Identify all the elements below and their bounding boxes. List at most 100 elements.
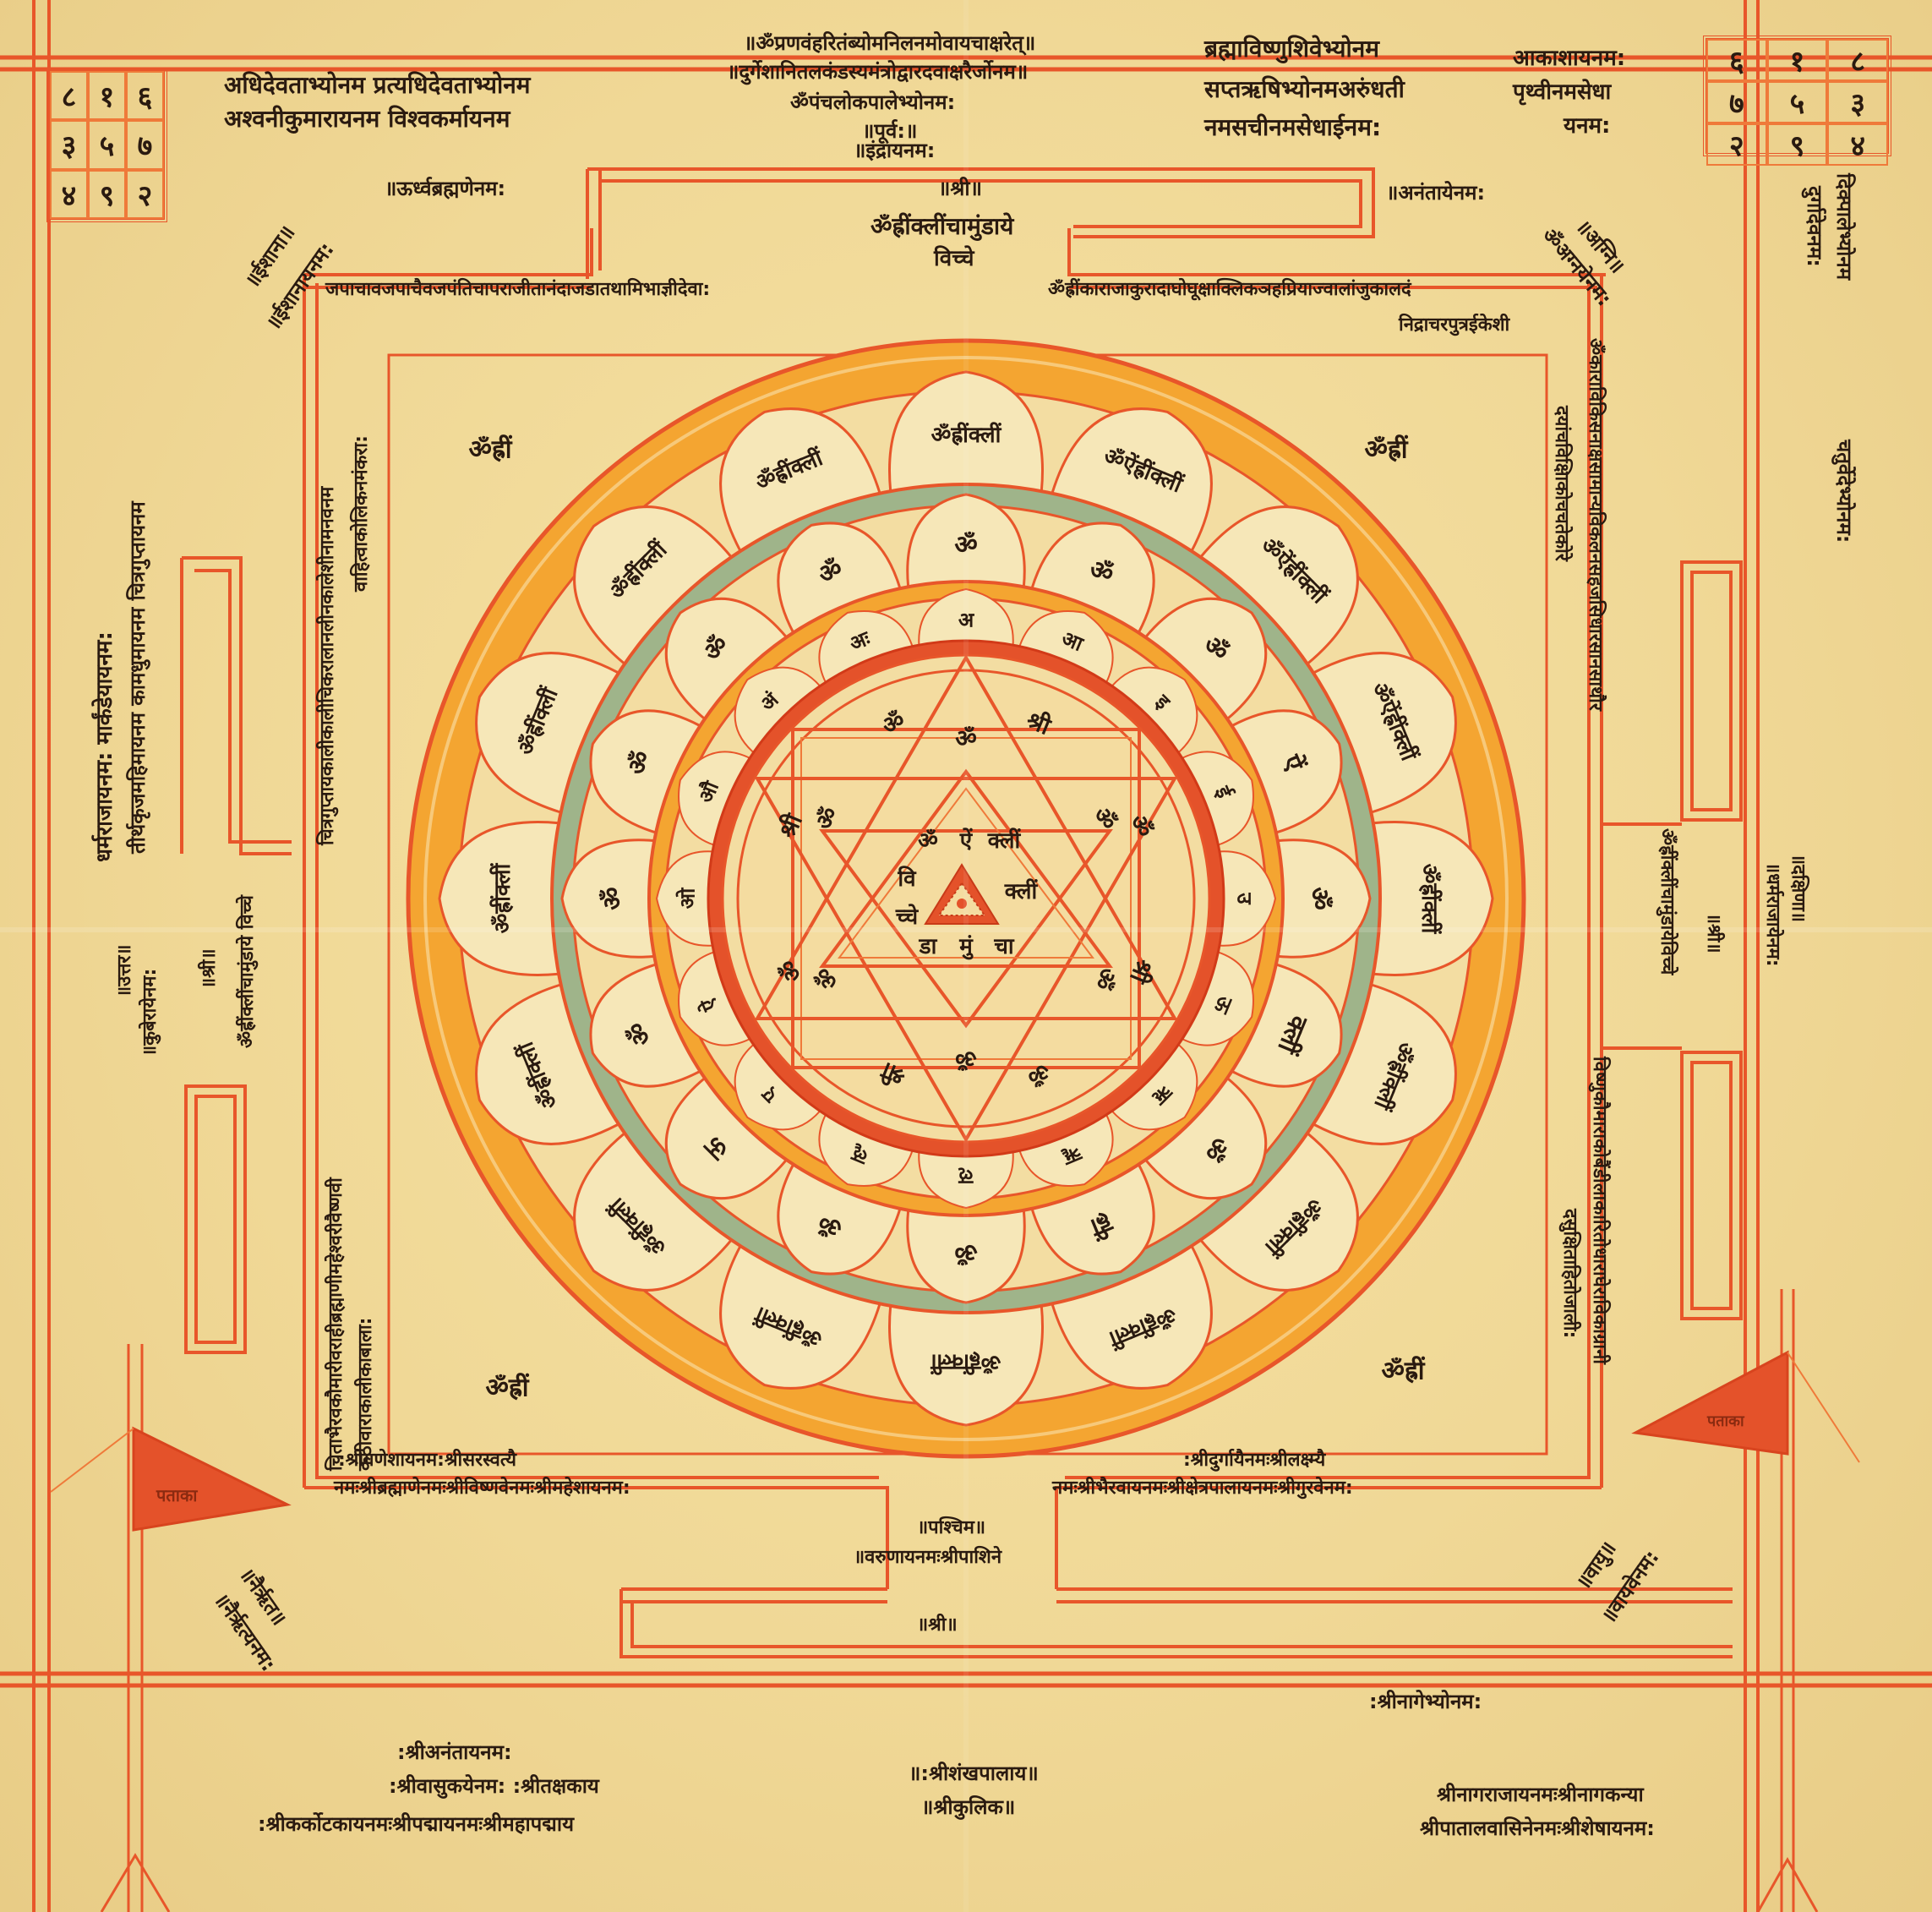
middle-petal-syllable: ॐ [954, 530, 978, 560]
right-outer-text-1: दिक्पालेभ्योनम [1832, 173, 1856, 281]
petal [1372, 821, 1494, 976]
lower-right-1: :श्रीनागेभ्योनम: [1369, 1690, 1482, 1713]
lower-right-3: श्रीपातालवासिनेनमःश्रीशेषायनम: [1420, 1816, 1655, 1840]
cell: ६ [1706, 39, 1767, 81]
petal [1018, 610, 1114, 684]
petal [1111, 1043, 1198, 1131]
magic-square-top-right: ६ १ ८ ७ ५ ३ २ ९ ४ [1703, 36, 1891, 166]
lower-center-1: ॥:श्रीशंखपालाय॥ [909, 1762, 1039, 1785]
petal [818, 610, 914, 684]
petal [1051, 407, 1213, 553]
petal [777, 522, 902, 635]
outer-petal-syllable: ॐह्रींक्लीं [931, 423, 1001, 448]
top-left-invocation-1: अधिदेवताभ्योनम प्रत्यधिदेवताभ्योनम [224, 71, 531, 99]
petal [475, 983, 620, 1145]
top-right-invocation-3: नमसचीनमसेधाईनम: [1204, 113, 1382, 141]
petal [1143, 597, 1268, 721]
dharmaraja-invocation: ॥धर्मराजायेनम: [1762, 862, 1783, 967]
petal [777, 1162, 902, 1276]
cell: ९ [88, 169, 126, 219]
chamunda-mantra-top: ॐह्रींक्लींचामुंडाये [870, 212, 1014, 240]
petal [1181, 951, 1254, 1046]
inner-ring-syllable: अ [958, 608, 974, 632]
cell: ८ [1827, 39, 1888, 81]
cell: ३ [50, 120, 88, 170]
cell: १ [1766, 39, 1828, 81]
inner-top-right-mantra-2: निद्राचरपुत्रईकेशी [1399, 314, 1510, 336]
cell: ७ [1706, 81, 1767, 123]
outer-petal-syllable: ॐह्रींक्लीं [931, 1349, 1001, 1374]
petal [734, 1043, 821, 1131]
cell: ६ [126, 71, 164, 121]
shri-right: ॥श्री॥ [1703, 913, 1724, 953]
center-syllable: च्चे [895, 904, 919, 930]
petal [1230, 709, 1343, 834]
ananta-invocation: ॥अनंतायेनम: [1386, 181, 1486, 205]
top-center-mantra-3: ॐपंचलोकपालेभ्योनम: [790, 90, 956, 114]
petal [1030, 522, 1155, 635]
petal [818, 1113, 914, 1187]
inner-top-right-mantra: ॐह्रींकाराजाकुरादाघोघूक्षाक्लिकञहप्रियाज… [1048, 279, 1411, 300]
hexagram-syllable: ॐ [955, 724, 977, 752]
cell: ७ [126, 120, 164, 170]
hexagram-syllable: ॐ [955, 1045, 977, 1073]
top-left-invocation-2: अश्वनीकुमारायनम विश्वकर्मायनम [224, 105, 510, 133]
top-right-invocation-2: सप्तऋषिभ्योनमअरुंधती [1204, 75, 1405, 103]
left-flag-label: पताका [156, 1485, 198, 1505]
petal [1312, 983, 1457, 1145]
petal [918, 587, 1014, 647]
shri-top: ॥श्री॥ [938, 177, 982, 200]
center-syllable: क्लीं [1004, 879, 1038, 904]
petal [1276, 839, 1372, 959]
left-outer-text-2: तीर्थकृजमहिमायनम कामधुमायनम चित्रगुप्ताय… [126, 501, 150, 854]
corner-syllable: ॐह्रीं [1364, 434, 1408, 465]
petal [1051, 1244, 1213, 1390]
kubera-invocation: ॥कुबेरायेनम: [139, 968, 161, 1057]
middle-petal-syllable: ॐ [598, 887, 628, 910]
indra-invocation: ॥इंद्रायनम: [854, 139, 936, 162]
center-syllable: मुं [959, 934, 973, 959]
outer-petal-syllable: ॐह्रींक्लीं [490, 863, 516, 934]
petal [1111, 666, 1198, 754]
inner-ring-syllable: ऌ [958, 1165, 974, 1189]
corner-syllable: ॐह्रीं [468, 434, 512, 465]
center-syllable: डा [919, 934, 937, 959]
cell: २ [126, 169, 164, 219]
petal [573, 1131, 734, 1292]
petal [1198, 1131, 1359, 1292]
petal [719, 407, 881, 553]
petal [1218, 850, 1277, 947]
inner-bottom-left-2: नमःश्रीब्रह्माणेनमःश्रीविष्णवेनमःश्रीमहे… [334, 1478, 630, 1499]
petal [589, 709, 702, 834]
center-syllable: ॐ [918, 828, 938, 854]
left-outer-text: धर्मराजायनम: मार्कंडेयायनम: [92, 631, 117, 862]
shri-bottom: ॥श्री॥ [917, 1614, 958, 1636]
petal [664, 1076, 789, 1200]
west-label: ॥पश्चिम॥ [917, 1517, 986, 1538]
right-outer-text-2: दुर्गादेवनम: [1803, 186, 1826, 267]
corner-syllable: ॐह्रीं [485, 1373, 529, 1403]
cell: ४ [50, 169, 88, 219]
center-syllable: क्लीं [987, 828, 1021, 854]
inner-bottom-left-1: :श्रीगणेशायनम:श्रीसरस्वत्यै [338, 1450, 517, 1471]
middle-petal-syllable: ॐ [1304, 887, 1334, 910]
petal [1018, 1113, 1114, 1187]
left-flag [132, 1426, 292, 1532]
outer-petal-syllable: ॐह्रींक्लीं [1416, 863, 1442, 934]
lower-left-1: :श्रीअनंतायनम: [397, 1740, 512, 1764]
petal [1230, 963, 1343, 1088]
shri-left: ॥श्री॥ [199, 948, 220, 989]
petal [678, 751, 751, 846]
far-right-invocation-1: आकाशायनम: [1513, 46, 1626, 71]
right-lower-text: विष्णुकौमाराकोबैंडीलाकारितोधाराघेराविकाग… [1589, 1057, 1610, 1364]
petal [1143, 1076, 1268, 1200]
vichche-top: विच्चे [934, 246, 974, 271]
petal [655, 850, 714, 947]
petal [438, 821, 560, 976]
right-flag-label: पताका [1707, 1412, 1744, 1430]
petal [918, 1150, 1014, 1210]
petal [589, 963, 702, 1088]
petal [906, 1209, 1026, 1304]
top-right-invocation-1: ब्रह्माविष्णुशिवेभ्योनम [1204, 35, 1380, 63]
cell: १ [88, 71, 126, 121]
